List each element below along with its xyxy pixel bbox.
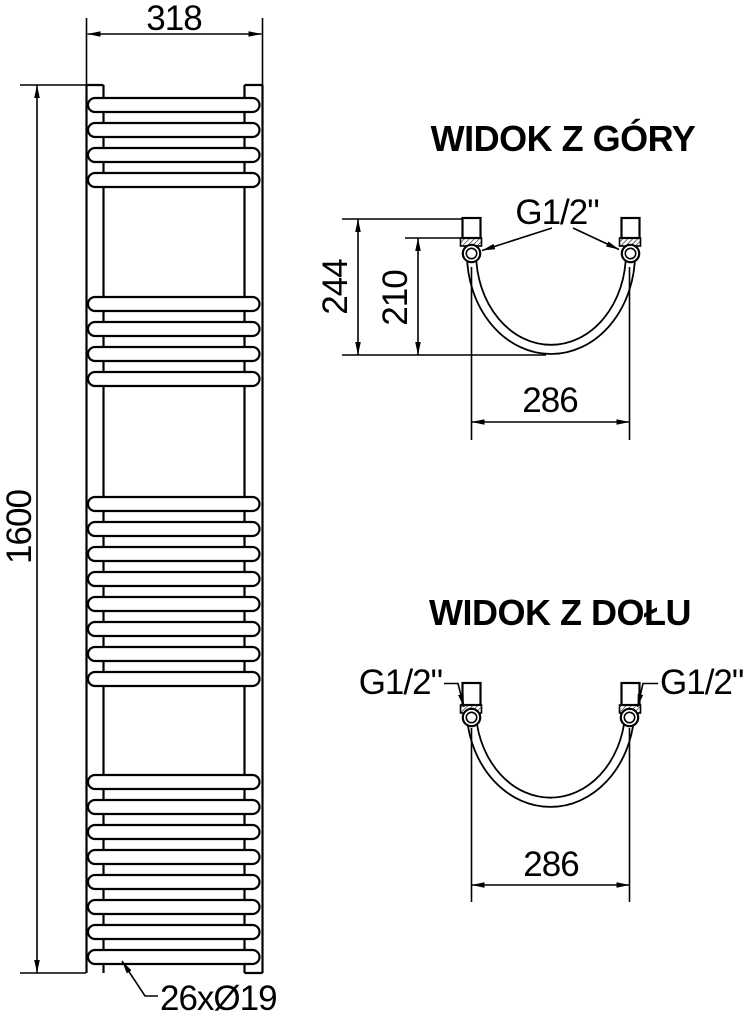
dim-spacing-bottom-value: 286 (523, 845, 578, 884)
dim-height: 1600 (0, 84, 86, 974)
front-view: 318 1600 26xØ19 (0, 0, 278, 1018)
g12-callout-bottom-right: G1/2" (636, 663, 744, 708)
top-right-fitting (618, 216, 642, 264)
top-left-fitting (459, 216, 483, 264)
g12-label-top: G1/2" (515, 193, 598, 232)
dim-height-value: 1600 (0, 490, 39, 564)
radiator-rungs (86, 96, 261, 966)
dim-width: 318 (85, 0, 264, 85)
dim-depth-axis: 210 (376, 237, 463, 355)
dim-spacing-bottom: 286 (470, 728, 631, 902)
tube-count-label: 26xØ19 (160, 979, 277, 1018)
g12-label-bottom-left: G1/2" (359, 663, 442, 702)
g12-callout-top: G1/2" (481, 193, 620, 252)
dim-depth-axis-value: 210 (376, 270, 415, 326)
dim-depth-total-value: 244 (316, 259, 355, 315)
bottom-view: WIDOK Z DOŁU G1/2" G1/2" 286 (359, 592, 744, 902)
bottom-view-title: WIDOK Z DOŁU (429, 592, 691, 633)
bottom-left-fitting (459, 681, 483, 728)
dim-spacing-top-value: 286 (522, 381, 577, 420)
g12-label-bottom-right: G1/2" (660, 663, 743, 702)
collector-arc-inner-bottom (467, 717, 634, 806)
top-view: WIDOK Z GÓRY G1/2" 244 (316, 117, 696, 440)
collector-arc-outer (466, 253, 636, 355)
collector-arc-inner (467, 253, 635, 354)
bottom-right-fitting (618, 681, 642, 728)
top-view-title: WIDOK Z GÓRY (431, 117, 696, 159)
dim-spacing-top: 286 (470, 267, 631, 440)
tube-count-callout: 26xØ19 (121, 960, 278, 1018)
collector-arc-outer-bottom (466, 716, 635, 808)
dim-width-value: 318 (146, 0, 201, 38)
g12-callout-bottom-left: G1/2" (359, 663, 465, 708)
dim-depth-total: 244 (316, 218, 546, 356)
